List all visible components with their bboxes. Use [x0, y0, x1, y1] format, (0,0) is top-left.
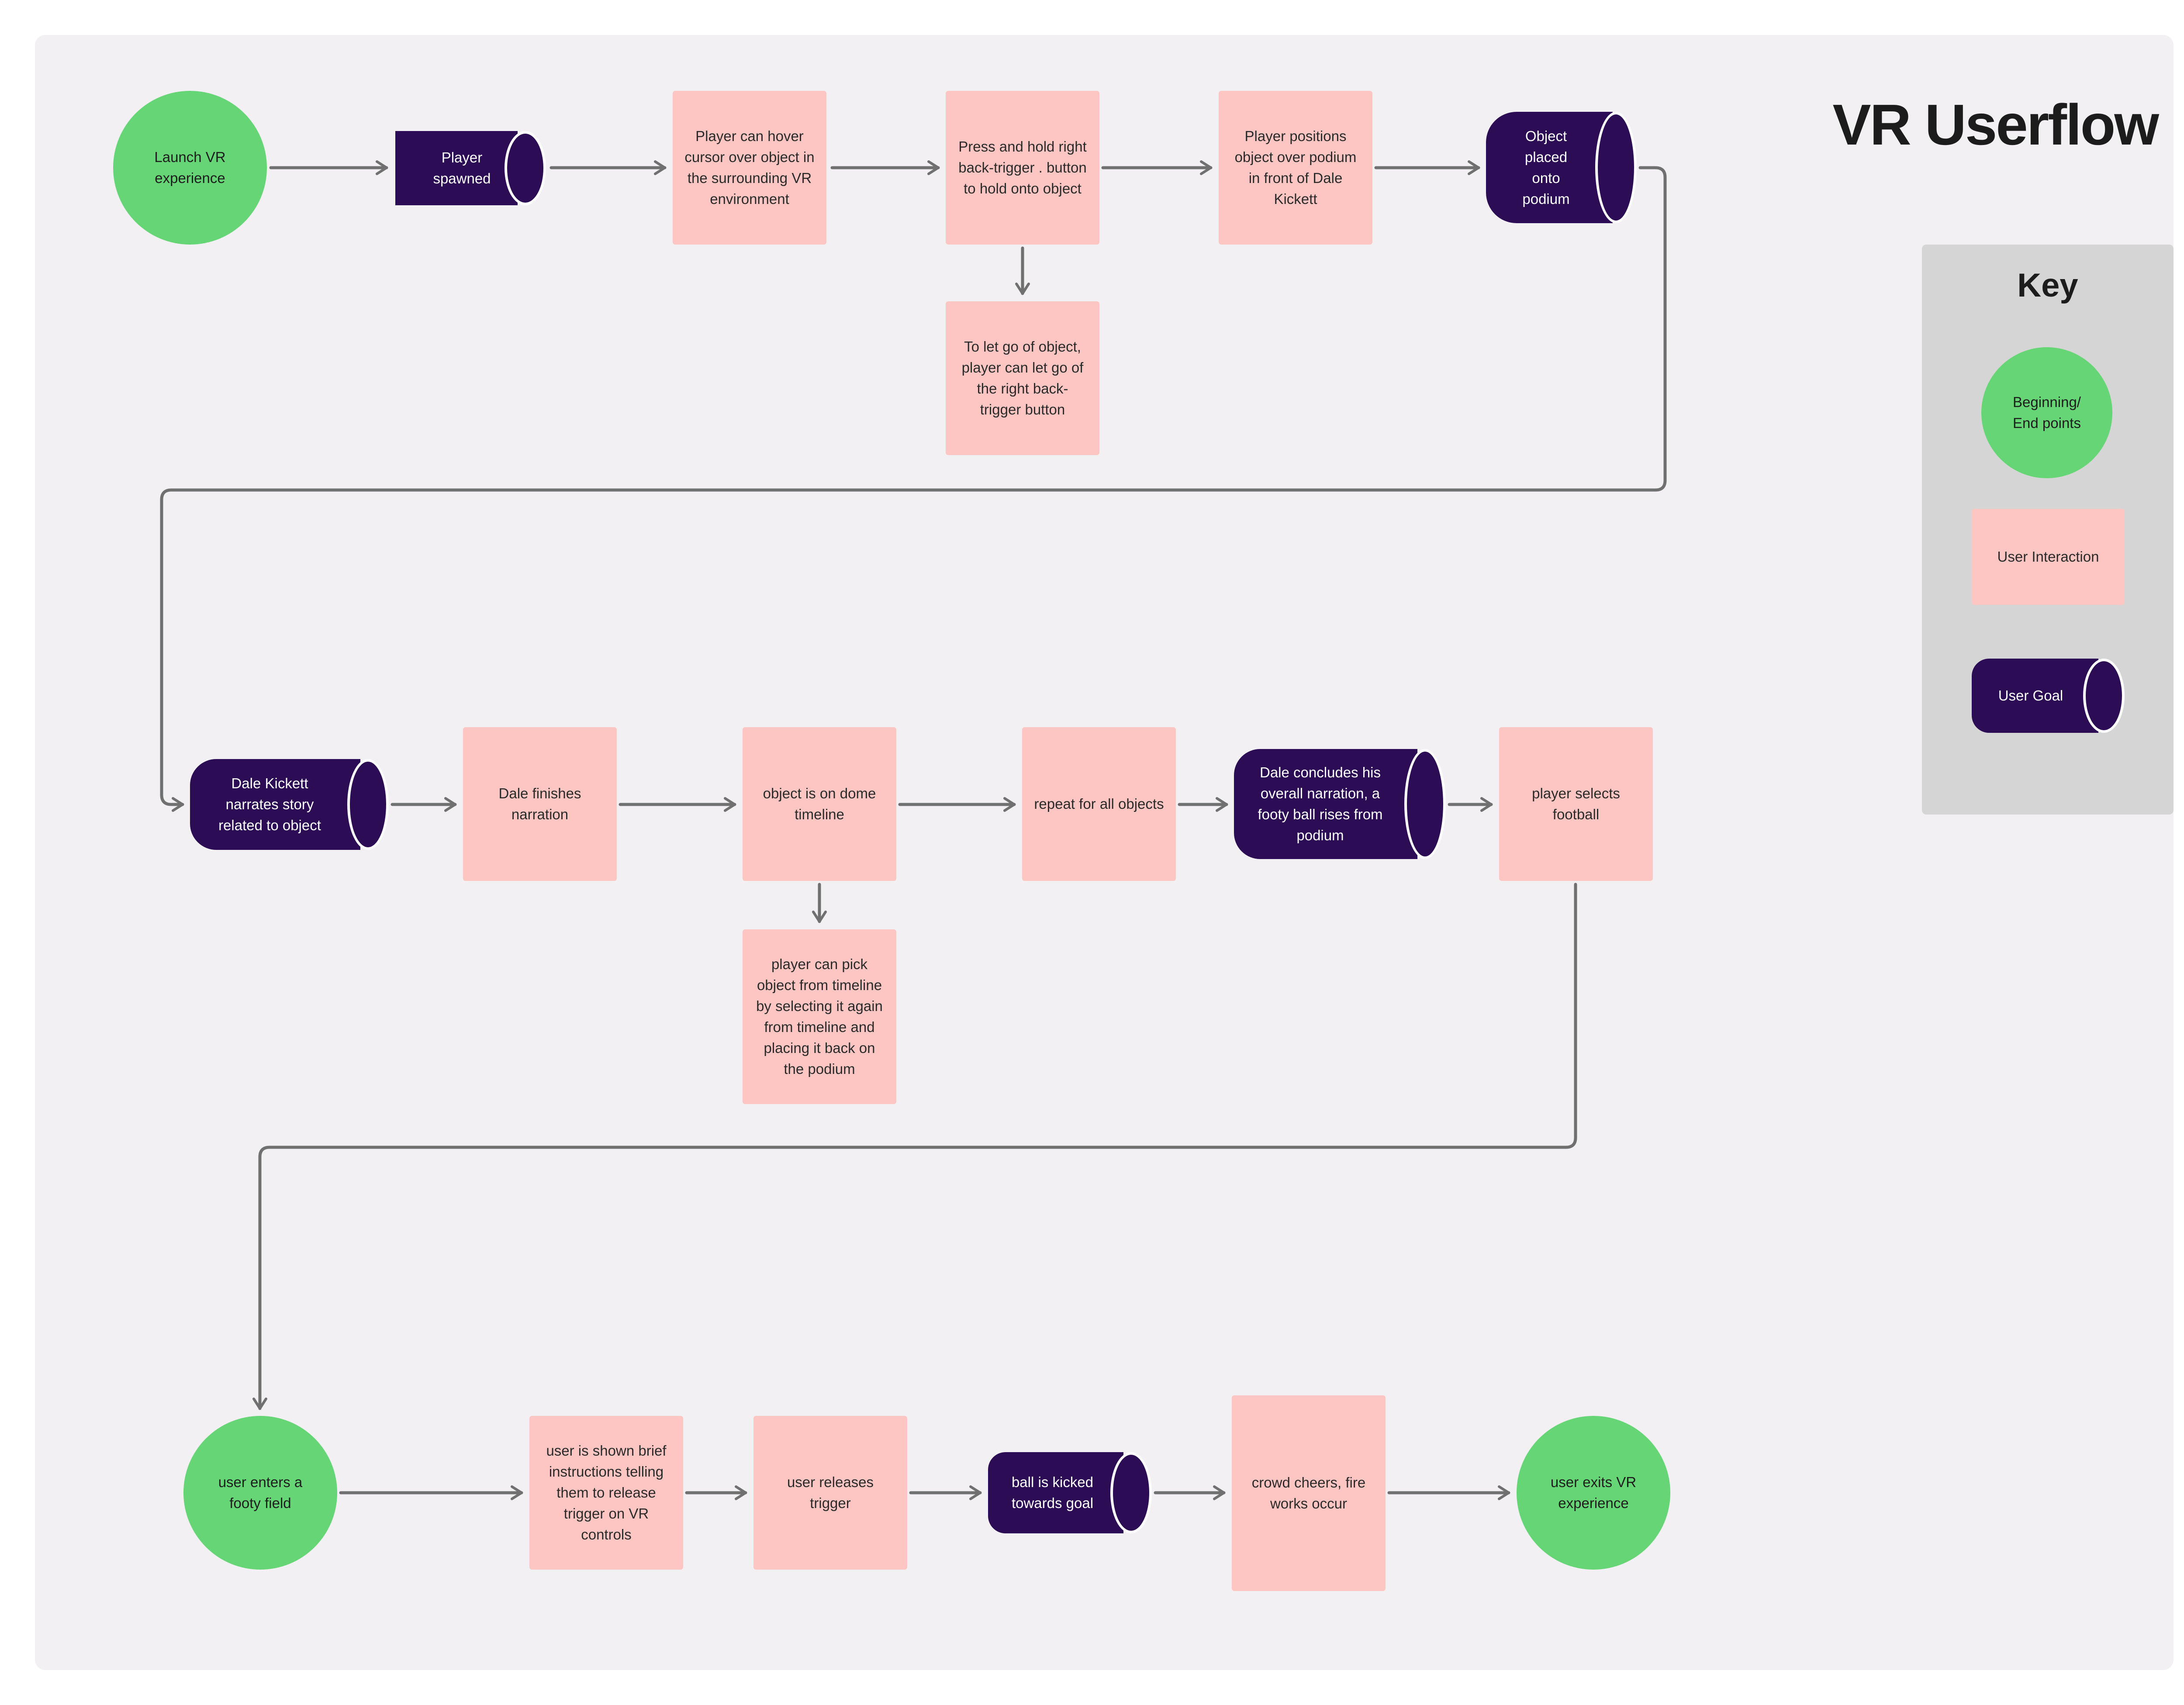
- node-label: user enters a footy field: [218, 1474, 303, 1511]
- node-label: Dale concludes his overall narration, a …: [1258, 764, 1383, 843]
- node-dale-concludes: Dale concludes his overall narration, a …: [1234, 749, 1446, 859]
- node-label: Dale finishes narration: [498, 785, 581, 822]
- node-let-go: To let go of object, player can let go o…: [946, 301, 1099, 455]
- node-label: Launch VR experience: [154, 149, 226, 186]
- node-exits-vr: user exits VR experience: [1517, 1416, 1670, 1570]
- node-label: user releases trigger: [787, 1474, 874, 1511]
- connector-arrow: [252, 883, 1577, 1410]
- node-label: Player positions object over podium in f…: [1234, 128, 1357, 207]
- node-object-placed: Object placed onto podium: [1486, 112, 1637, 223]
- key-title: Key: [2017, 267, 2078, 304]
- node-label: player selects football: [1532, 785, 1620, 822]
- node-player-spawned: Player spawned: [395, 131, 546, 205]
- node-dale-finishes: Dale finishes narration: [463, 727, 617, 881]
- node-enters-field: user enters a footy field: [183, 1416, 337, 1570]
- node-label: Press and hold right back-trigger . butt…: [958, 138, 1087, 197]
- node-label: object is on dome timeline: [763, 785, 876, 822]
- node-dome-timeline: object is on dome timeline: [743, 727, 896, 881]
- node-label: user is shown brief instructions telling…: [546, 1443, 667, 1543]
- node-selects-football: player selects football: [1499, 727, 1653, 881]
- node-ball-kicked: ball is kicked towards goal: [988, 1452, 1152, 1533]
- node-label: crowd cheers, fire works occur: [1251, 1474, 1366, 1512]
- node-label: To let go of object, player can let go o…: [961, 338, 1084, 418]
- node-repeat: repeat for all objects: [1022, 727, 1176, 881]
- node-label: repeat for all objects: [1034, 796, 1164, 812]
- node-releases-trigger: user releases trigger: [753, 1416, 907, 1570]
- key-label: User Interaction: [1997, 549, 2099, 565]
- node-dale-narrates: Dale Kickett narrates story related to o…: [190, 759, 389, 850]
- node-positions-object: Player positions object over podium in f…: [1219, 91, 1372, 245]
- node-hover-cursor: Player can hover cursor over object in t…: [673, 91, 826, 245]
- node-crowd-cheers: crowd cheers, fire works occur: [1232, 1395, 1386, 1591]
- node-label: Dale Kickett narrates story related to o…: [218, 775, 321, 833]
- node-label: Player can hover cursor over object in t…: [684, 128, 815, 207]
- key-user-interaction-swatch: User Interaction: [1972, 509, 2125, 605]
- node-label: user exits VR experience: [1550, 1474, 1637, 1511]
- node-label: player can pick object from timeline by …: [756, 956, 883, 1077]
- key-label: Beginning/ End points: [2013, 394, 2081, 431]
- key-start-end-swatch: Beginning/ End points: [1981, 347, 2112, 478]
- node-label: ball is kicked towards goal: [1011, 1474, 1094, 1511]
- connector-arrow: [160, 166, 1667, 812]
- diagram-title: VR Userflow: [1832, 93, 2160, 157]
- node-press-hold: Press and hold right back-trigger . butt…: [946, 91, 1099, 245]
- key-label: User Goal: [1998, 687, 2063, 704]
- node-pick-object: player can pick object from timeline by …: [743, 929, 896, 1104]
- node-label: Object placed onto podium: [1522, 128, 1570, 207]
- key-user-goal-swatch: User Goal: [1972, 659, 2125, 733]
- node-launch-vr: Launch VR experience: [113, 91, 267, 245]
- node-label: Player spawned: [433, 149, 491, 186]
- node-instructions: user is shown brief instructions telling…: [529, 1416, 683, 1570]
